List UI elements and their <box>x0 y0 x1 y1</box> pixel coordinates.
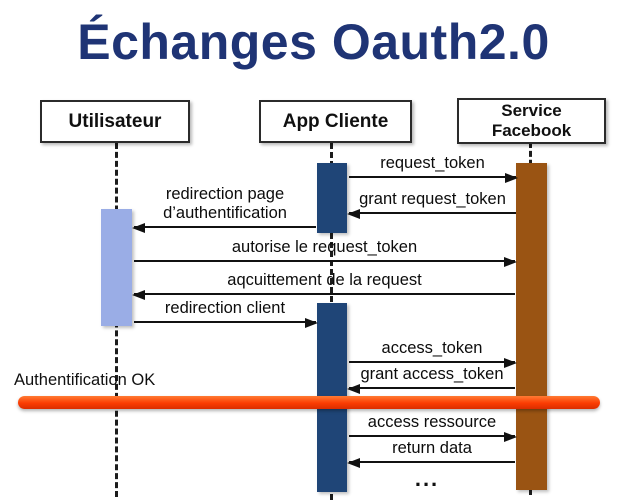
continuation-ellipsis: ... <box>414 466 440 491</box>
message-return-data: return data <box>347 437 515 468</box>
status-label-authentification-ok: Authentification OK <box>14 371 156 389</box>
message-line <box>134 292 515 295</box>
message-access-token: access_token <box>349 337 517 368</box>
actor-label-app-cliente: App Cliente <box>282 110 389 132</box>
message-label: return data <box>392 439 472 457</box>
message-label: request_token <box>380 154 485 172</box>
message-label: redirection client <box>164 299 286 317</box>
message-request-token: request_token <box>349 152 518 183</box>
activation-bar-utilisateur <box>101 209 132 326</box>
message-redirection-page-authentification: redirection page d’authentification <box>132 182 316 233</box>
message-line <box>349 175 516 178</box>
message-label: aqcuittement de la request <box>227 271 422 289</box>
message-access-ressource: access ressource <box>349 411 517 442</box>
arrowhead-icon <box>347 383 360 394</box>
arrowhead-icon <box>132 289 145 300</box>
arrowhead-icon <box>504 256 517 267</box>
actor-box-service-facebook: Service Facebook <box>457 98 606 144</box>
message-line <box>134 259 515 262</box>
message-line <box>134 320 316 323</box>
arrowhead-icon <box>347 208 360 219</box>
message-aqcuittement-de-la-request: aqcuittement de la request <box>132 269 515 300</box>
arrowhead-icon <box>132 222 145 233</box>
message-grant-access-token: grant access_token <box>347 363 515 394</box>
actor-box-utilisateur: Utilisateur <box>40 100 190 143</box>
message-grant-request-token: grant request_token <box>347 188 516 219</box>
message-label: grant request_token <box>359 190 506 208</box>
message-redirection-client: redirection client <box>134 297 318 328</box>
actor-label-service-facebook: Service Facebook <box>491 101 572 140</box>
message-label: access ressource <box>367 413 497 431</box>
actor-box-app-cliente: App Cliente <box>259 100 412 143</box>
status-divider-line <box>18 396 600 409</box>
arrowhead-icon <box>504 357 517 368</box>
message-label: access_token <box>381 339 483 357</box>
message-label: autorise le request_token <box>231 238 418 256</box>
message-line <box>349 434 515 437</box>
activation-bar-app-cliente-1 <box>317 163 347 233</box>
actor-label-utilisateur: Utilisateur <box>68 110 162 132</box>
diagram-title: Échanges Oauth2.0 <box>77 14 550 70</box>
message-line <box>134 225 316 228</box>
arrowhead-icon <box>347 457 360 468</box>
message-line <box>349 360 515 363</box>
message-line <box>349 460 515 463</box>
message-line <box>349 386 515 389</box>
activation-bar-service-facebook <box>516 163 547 490</box>
arrowhead-icon <box>505 172 518 183</box>
message-label: grant access_token <box>360 365 504 383</box>
arrowhead-icon <box>305 317 318 328</box>
message-label: redirection page d’authentification <box>163 185 287 222</box>
message-autorise-le-request-token: autorise le request_token <box>134 236 517 267</box>
arrowhead-icon <box>504 431 517 442</box>
message-line <box>349 211 516 214</box>
